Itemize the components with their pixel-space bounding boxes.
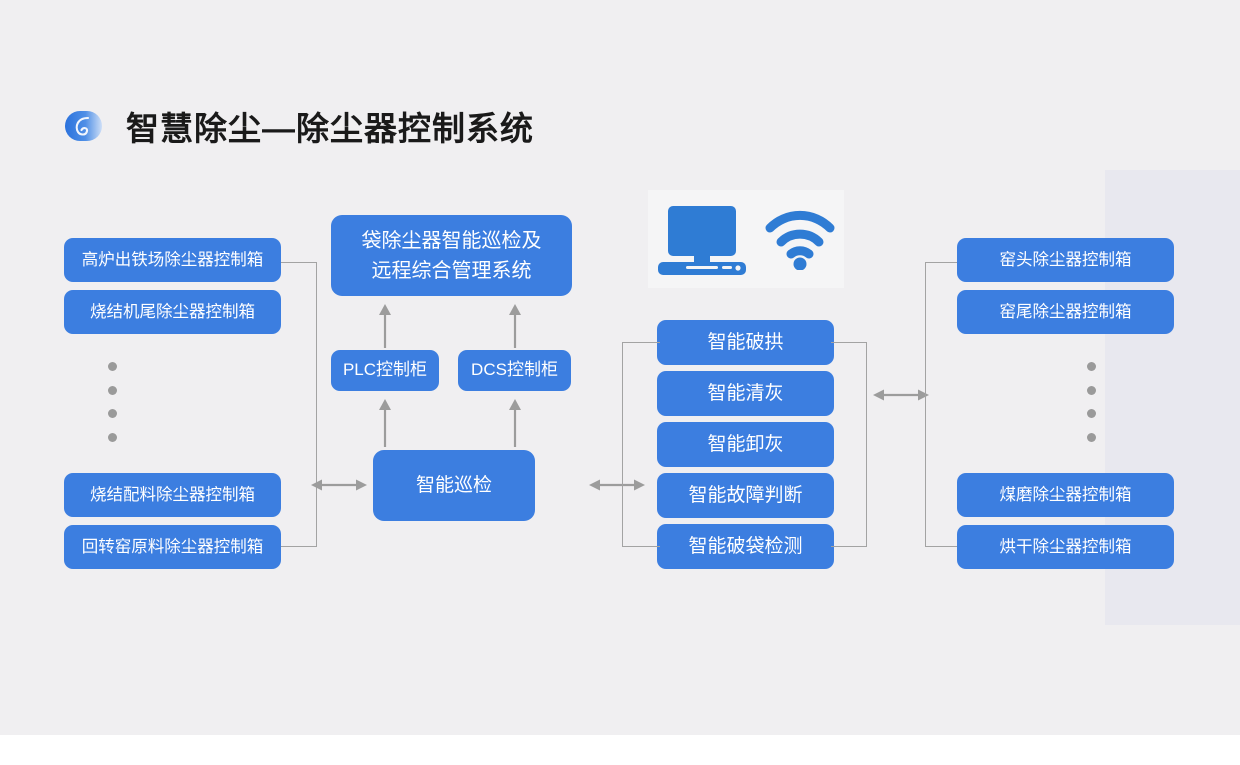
dcs-up-arrow	[506, 303, 524, 348]
right-box-2[interactable]: 窑尾除尘器控制箱	[957, 290, 1174, 334]
functions-right-bracket	[831, 342, 867, 547]
inspection-box[interactable]: 智能巡检	[373, 450, 535, 521]
dot	[1086, 385, 1096, 395]
system-box-line1: 袋除尘器智能巡检及	[361, 229, 542, 252]
right-ellipsis-dots	[1086, 362, 1096, 442]
right-box-1[interactable]: 窑头除尘器控制箱	[957, 238, 1174, 282]
wifi-signal-icon	[764, 208, 836, 270]
spiral-logo-icon	[64, 109, 104, 143]
function-box-3[interactable]: 智能卸灰	[657, 422, 834, 467]
function-box-1[interactable]: 智能破拱	[657, 320, 834, 365]
function-box-2[interactable]: 智能清灰	[657, 371, 834, 416]
system-box-line2: 远程综合管理系统	[371, 259, 532, 282]
dot	[107, 409, 117, 419]
left-box-2[interactable]: 烧结机尾除尘器控制箱	[64, 290, 281, 334]
diagram-canvas: 智慧除尘—除尘器控制系统 高炉出铁场除尘器控制箱 烧结机尾除尘器控制箱 烧结配料…	[0, 0, 1240, 735]
dcs-cabinet-box[interactable]: DCS控制柜	[458, 350, 571, 391]
inspection-to-dcs-arrow	[506, 398, 524, 447]
function-box-4[interactable]: 智能故障判断	[657, 473, 834, 518]
center-to-functions-arrow	[589, 475, 645, 495]
system-box[interactable]: 袋除尘器智能巡检及 远程综合管理系统	[331, 215, 572, 296]
left-ellipsis-dots	[107, 362, 117, 442]
page-header: 智慧除尘—除尘器控制系统	[64, 98, 534, 154]
right-column-bracket	[925, 262, 961, 547]
page-title: 智慧除尘—除尘器控制系统	[126, 110, 534, 147]
left-box-4[interactable]: 回转窑原料除尘器控制箱	[64, 525, 281, 569]
function-box-5[interactable]: 智能破袋检测	[657, 524, 834, 569]
computer-wifi-illustration	[648, 190, 844, 288]
functions-column-bracket	[622, 342, 660, 547]
left-box-3[interactable]: 烧结配料除尘器控制箱	[64, 473, 281, 517]
inspection-to-plc-arrow	[376, 398, 394, 447]
dot	[1086, 409, 1096, 419]
left-to-center-arrow	[311, 475, 367, 495]
left-column-bracket	[281, 262, 317, 547]
dot	[107, 385, 117, 395]
plc-cabinet-box[interactable]: PLC控制柜	[331, 350, 439, 391]
right-box-3[interactable]: 煤磨除尘器控制箱	[957, 473, 1174, 517]
dot	[107, 432, 117, 442]
desktop-computer-icon	[656, 202, 748, 276]
dot	[1086, 432, 1096, 442]
left-box-1[interactable]: 高炉出铁场除尘器控制箱	[64, 238, 281, 282]
right-box-4[interactable]: 烘干除尘器控制箱	[957, 525, 1174, 569]
dot	[1086, 362, 1096, 371]
functions-to-right-arrow	[873, 385, 929, 405]
dot	[107, 362, 117, 371]
plc-up-arrow	[376, 303, 394, 348]
